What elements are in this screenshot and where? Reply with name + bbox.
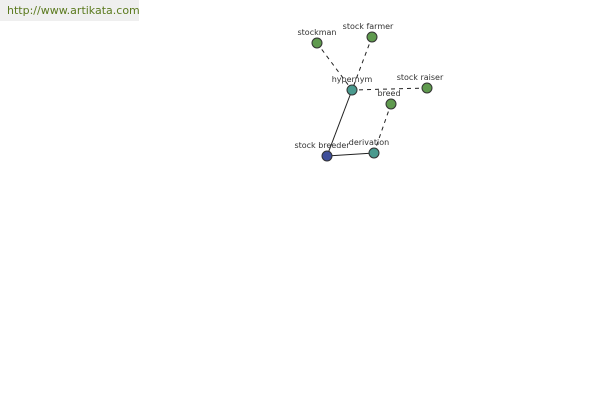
labels-layer: stockman stock farmer hypernym stock raiser…	[294, 22, 444, 150]
edges-layer	[316, 36, 428, 157]
node-stock-farmer[interactable]	[366, 31, 378, 43]
edge-hypernym-stock-breeder	[326, 89, 353, 157]
node-breed[interactable]	[385, 98, 397, 110]
url-bar: http://www.artikata.com	[0, 0, 140, 21]
node-label-breed[interactable]: breed	[377, 89, 400, 98]
edge-breed-derivation	[373, 103, 392, 154]
node-label-hypernym[interactable]: hypernym	[332, 75, 373, 84]
node-label-derivation[interactable]: derivation	[349, 138, 389, 147]
node-label-stock-farmer[interactable]: stock farmer	[343, 22, 394, 31]
node-label-stock-breeder[interactable]: stock breeder	[294, 141, 350, 150]
node-label-stockman[interactable]: stockman	[298, 28, 337, 37]
node-label-stock-raiser[interactable]: stock raiser	[397, 73, 444, 82]
edge-derivation-stock-breeder	[326, 152, 375, 157]
node-derivation[interactable]	[368, 147, 380, 159]
node-stock-breeder[interactable]	[321, 150, 333, 162]
node-stock-raiser[interactable]	[421, 82, 433, 94]
node-hypernym[interactable]	[346, 84, 358, 96]
node-stockman[interactable]	[311, 37, 323, 49]
nodes-layer	[311, 31, 433, 162]
edge-stockman-hypernym	[316, 42, 353, 91]
edge-stock-farmer-hypernym	[351, 36, 373, 91]
site-url-link[interactable]: http://www.artikata.com	[7, 4, 140, 17]
